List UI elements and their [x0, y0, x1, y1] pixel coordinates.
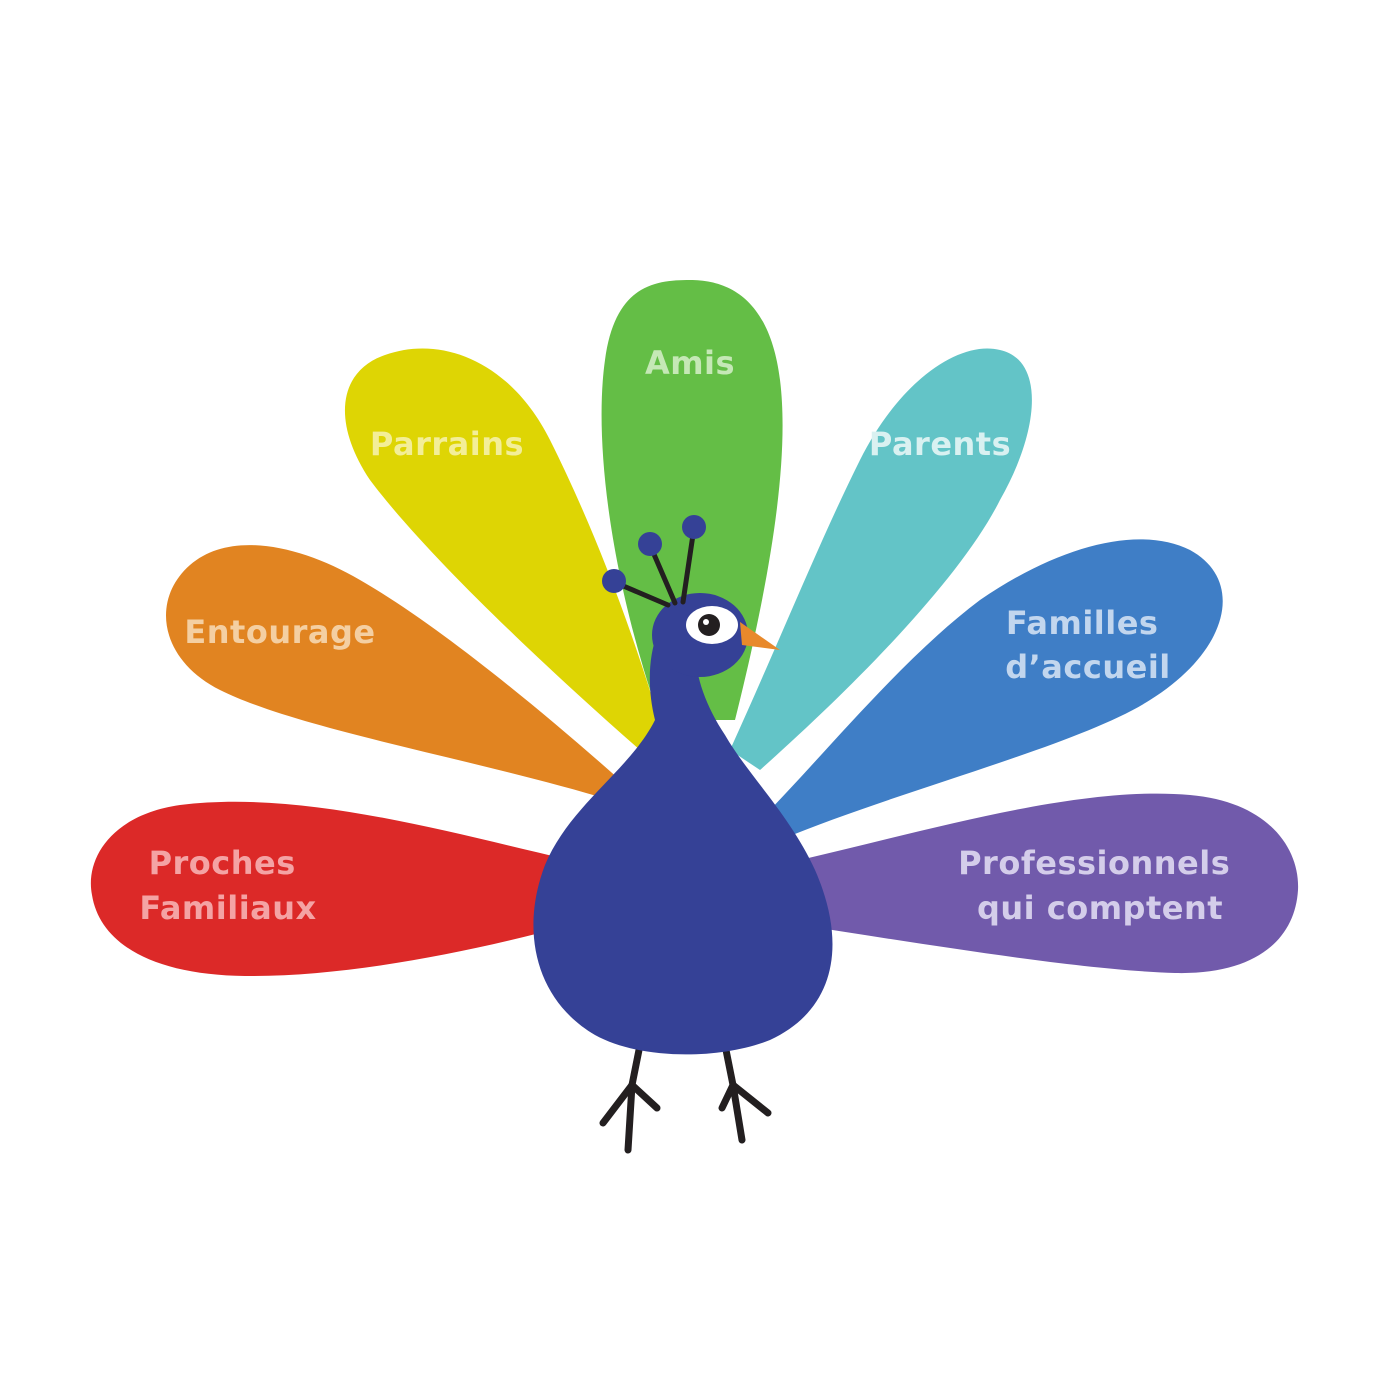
- label-professionnels: Professionnels qui comptent: [958, 844, 1242, 927]
- feather-familles: [760, 539, 1223, 840]
- crest-tip-icon: [638, 532, 662, 556]
- peacock-body: [533, 601, 833, 1055]
- feather-parrains: [344, 348, 665, 750]
- feathers: [90, 280, 1299, 977]
- feather-professionnels: [800, 793, 1299, 974]
- feather-labels: Proches Familiaux Entourage Parrains Ami…: [139, 344, 1242, 927]
- label-proches: Proches Familiaux: [139, 844, 316, 927]
- label-amis: Amis: [645, 344, 735, 382]
- feather-proches: [90, 801, 570, 977]
- right-leg: [718, 1041, 772, 1144]
- feather-parents: [730, 348, 1032, 770]
- left-leg: [599, 1041, 661, 1154]
- crest: [602, 515, 706, 608]
- label-entourage: Entourage: [184, 613, 375, 651]
- eye-pupil: [698, 614, 720, 636]
- legs: [599, 1041, 772, 1154]
- crest-tip-icon: [602, 569, 626, 593]
- label-parrains: Parrains: [370, 425, 524, 463]
- eye-highlight: [703, 619, 709, 625]
- feather-entourage: [166, 545, 620, 800]
- label-parents: Parents: [869, 425, 1011, 463]
- beak: [740, 622, 780, 650]
- label-familles: Familles d’accueil: [1005, 604, 1171, 686]
- crest-tip-icon: [682, 515, 706, 539]
